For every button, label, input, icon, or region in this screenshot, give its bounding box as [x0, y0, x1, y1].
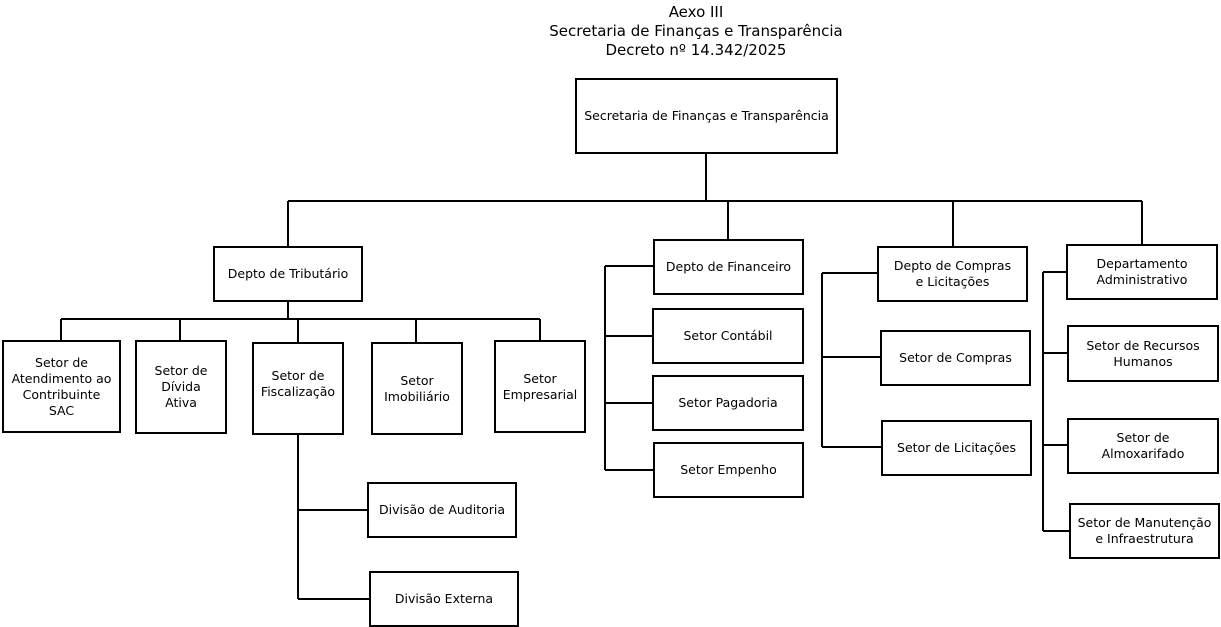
node-setor-manutencao-infraestrutura: Setor de Manutenção e Infraestrutura [1069, 503, 1220, 559]
diagram-title-block: Aexo III Secretaria de Finanças e Transp… [0, 3, 1221, 60]
node-depto-compras-licitacoes: Depto de Compras e Licitações [877, 246, 1028, 302]
node-setor-empenho: Setor Empenho [653, 442, 804, 498]
node-root: Secretaria de Finanças e Transparência [575, 78, 838, 154]
title-line-2: Secretaria de Finanças e Transparência [549, 22, 843, 40]
node-depto-financeiro: Depto de Financeiro [653, 239, 804, 295]
node-depto-tributario: Depto de Tributário [213, 246, 363, 302]
node-setor-fiscalizacao: Setor de Fiscalização [252, 342, 344, 435]
title-line-1: Aexo III [668, 3, 724, 21]
node-setor-licitacoes: Setor de Licitações [881, 420, 1032, 476]
node-setor-imobiliario: Setor Imobiliário [371, 342, 463, 435]
node-setor-contabil: Setor Contábil [652, 308, 804, 364]
node-setor-compras: Setor de Compras [880, 330, 1031, 386]
node-setor-almoxarifado: Setor de Almoxarifado [1067, 418, 1219, 474]
node-setor-divida-ativa: Setor de Dívida Ativa [135, 340, 227, 434]
node-setor-empresarial: Setor Empresarial [494, 340, 586, 433]
node-setor-recursos-humanos: Setor de Recursos Humanos [1067, 325, 1219, 382]
node-divisao-externa: Divisão Externa [369, 571, 519, 627]
node-setor-pagadoria: Setor Pagadoria [652, 375, 804, 431]
title-line-3: Decreto nº 14.342/2025 [605, 41, 787, 59]
node-divisao-auditoria: Divisão de Auditoria [367, 482, 517, 538]
node-departamento-administrativo: Departamento Administrativo [1066, 244, 1218, 300]
node-setor-sac: Setor de Atendimento ao Contribuinte SAC [2, 340, 121, 433]
